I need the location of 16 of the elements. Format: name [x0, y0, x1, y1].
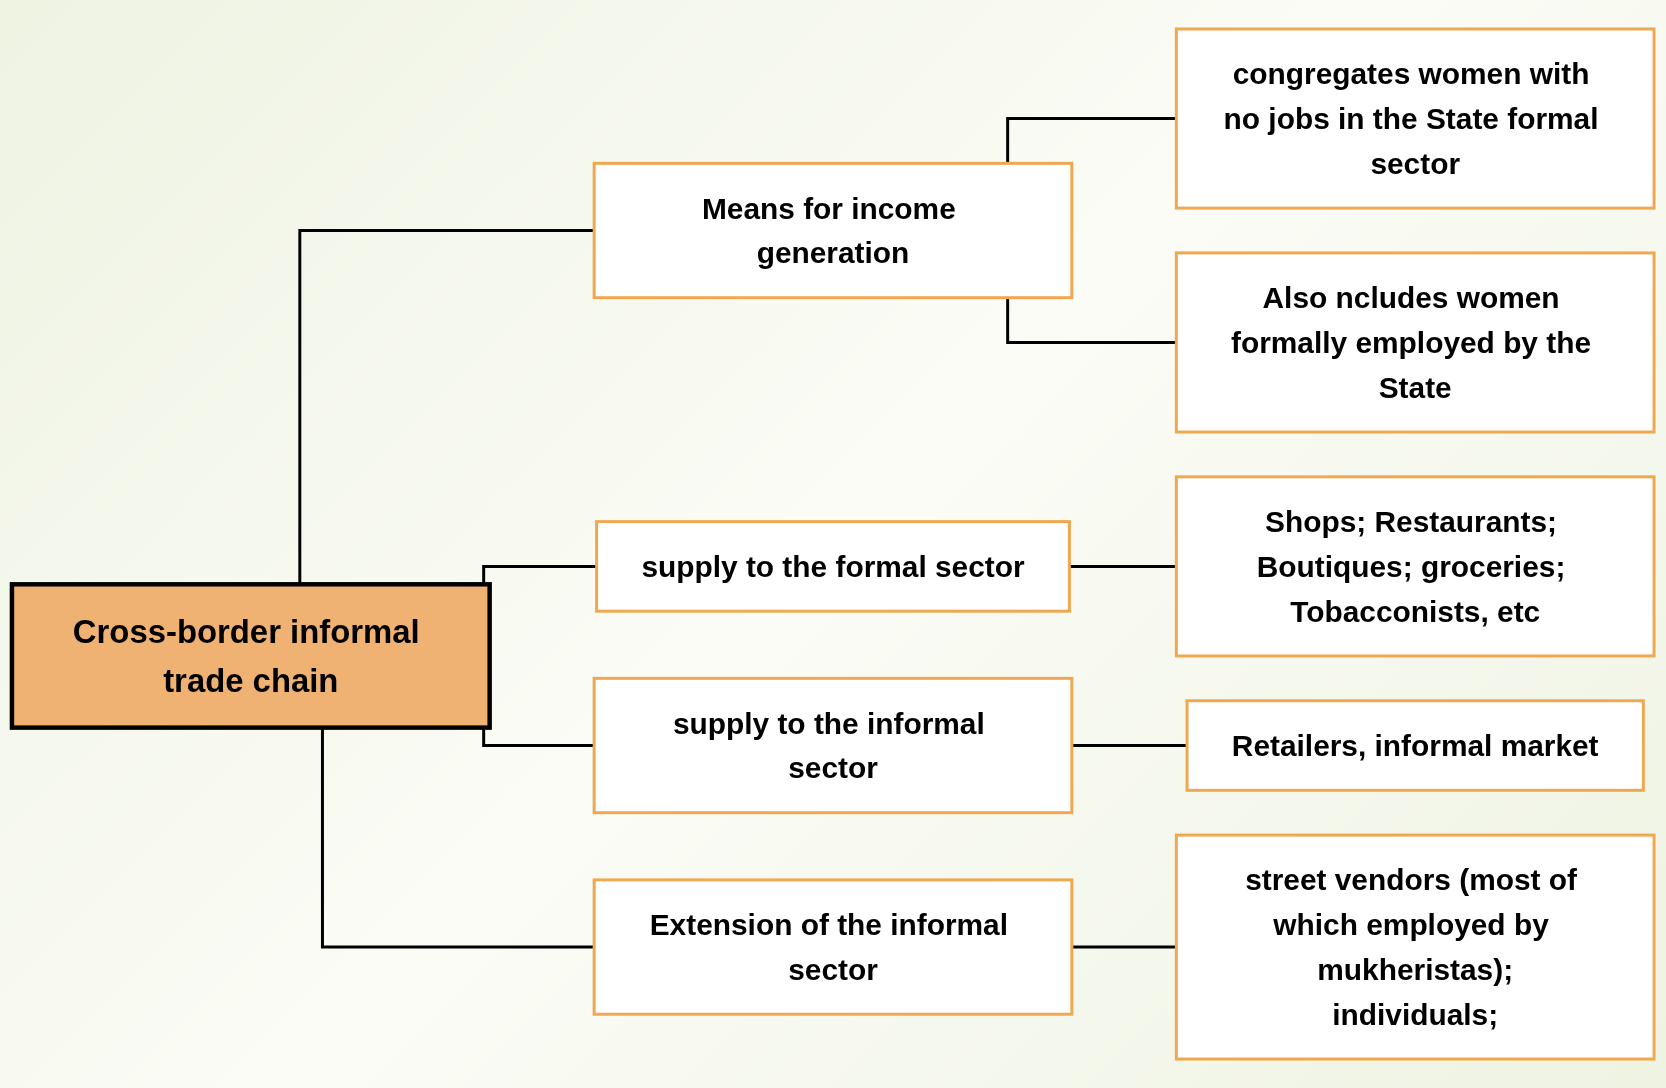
node-box: Also ncludes women formally employed by the State	[1174, 251, 1656, 434]
node-box: supply to the formal sector	[595, 520, 1071, 613]
node-box: Cross-border informal trade chain	[9, 582, 492, 730]
connector	[482, 564, 597, 585]
node-box: Extension of the informal sector	[592, 878, 1074, 1016]
node-box: supply to the informal sector	[592, 676, 1074, 815]
node-box: Retailers, informal market	[1185, 699, 1645, 792]
node-box: Shops; Restaurants; Boutiques; groceries; Tobacconists, etc	[1174, 475, 1656, 658]
connector	[1006, 117, 1177, 164]
connector	[320, 727, 595, 949]
connector	[482, 727, 595, 748]
connector	[1006, 297, 1177, 344]
node-box: street vendors (most of which employed by mukheristas); individuals;	[1174, 833, 1656, 1061]
connector	[298, 229, 595, 585]
node-box: congregates women with no jobs in the State formal sector	[1174, 27, 1656, 210]
node-box: Means for income generation	[592, 161, 1074, 300]
